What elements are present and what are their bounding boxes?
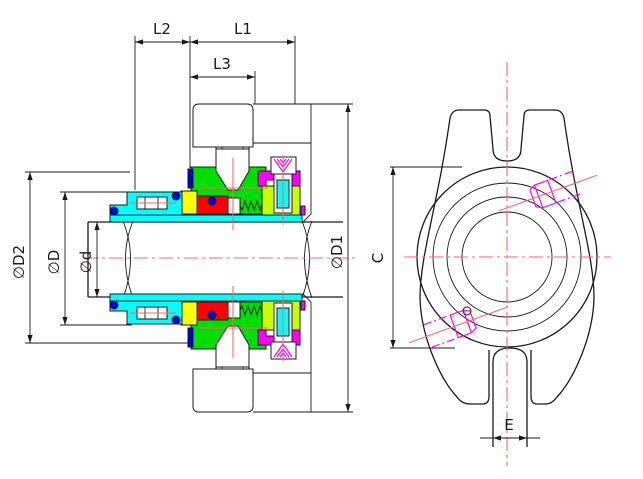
dim-label-d: ∅D bbox=[45, 250, 63, 275]
end-view bbox=[404, 62, 611, 466]
seal-upper-half bbox=[109, 103, 312, 230]
shaft-break-right bbox=[304, 220, 313, 299]
dim-label-l3: L3 bbox=[213, 55, 231, 73]
port-centerline-lower bbox=[408, 306, 508, 344]
shaft bbox=[87, 220, 343, 299]
shaft-break-right2 bbox=[301, 220, 310, 299]
oring-1 bbox=[207, 196, 217, 206]
dim-label-d2: ∅D2 bbox=[10, 245, 28, 279]
c-extension-lines bbox=[390, 166, 462, 349]
dim-label-l2: L2 bbox=[153, 20, 171, 38]
dim-label-e: E bbox=[504, 416, 513, 434]
dim-label-c: C bbox=[369, 253, 387, 263]
housing-right-edge bbox=[302, 104, 312, 223]
port-plug-upper bbox=[498, 170, 598, 212]
gland-outline-right bbox=[506, 109, 595, 405]
section-view bbox=[84, 103, 358, 413]
shaft-break-left bbox=[125, 220, 134, 299]
dimensions-section: L2 L1 L3 ∅D2 ∅D ∅d ∅D1 bbox=[10, 20, 353, 413]
d1-extension-lines bbox=[253, 103, 353, 413]
spring bbox=[239, 199, 265, 212]
left-extension-lines bbox=[25, 171, 188, 344]
dim-label-d1: ∅D1 bbox=[328, 235, 346, 269]
bottom-lug bbox=[492, 347, 528, 447]
lug-block bbox=[192, 103, 254, 148]
port-hole bbox=[462, 306, 472, 316]
blue-sliver bbox=[187, 168, 194, 189]
spring-seat bbox=[227, 197, 241, 215]
shaft-break-left2 bbox=[122, 220, 131, 299]
top-extension-lines bbox=[134, 36, 296, 190]
dimensions-end-view: C E bbox=[369, 166, 540, 441]
seal-lower-half bbox=[109, 285, 313, 413]
gland-outline-left bbox=[419, 109, 508, 405]
port-centerline-upper bbox=[498, 174, 598, 212]
oring-2 bbox=[171, 191, 181, 201]
dim-label-d-small: ∅d bbox=[77, 251, 95, 274]
oring-3 bbox=[109, 206, 119, 216]
magenta-sliver bbox=[300, 205, 306, 216]
sleeve-strip bbox=[109, 214, 303, 223]
dim-label-l1: L1 bbox=[234, 20, 252, 38]
